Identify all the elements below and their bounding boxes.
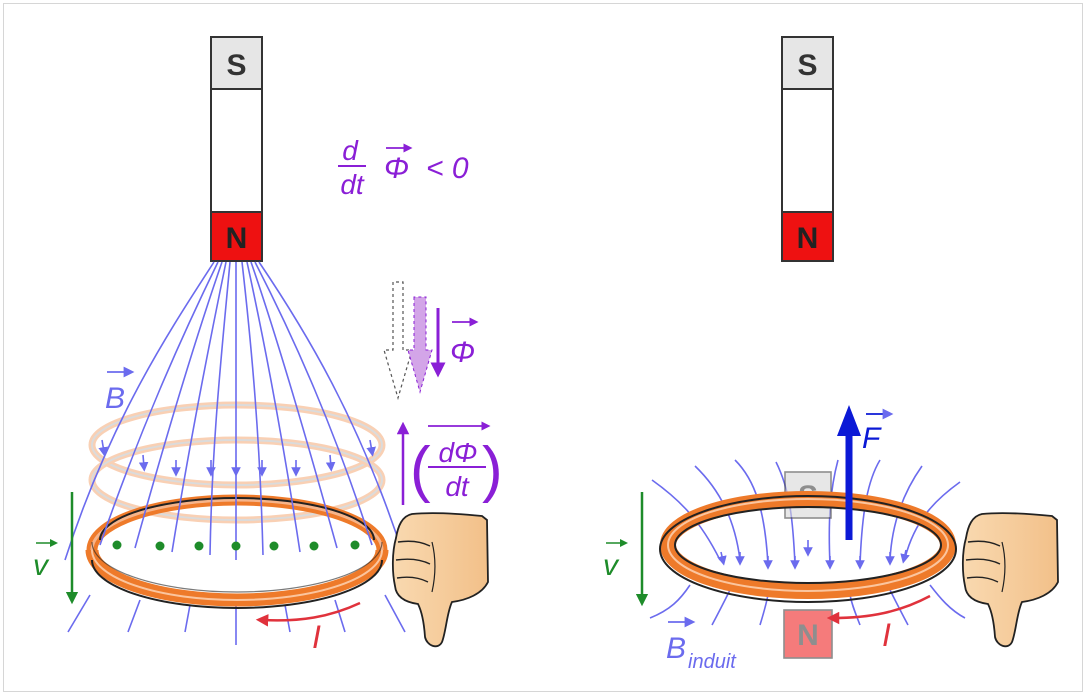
flux-label: Φ [450,336,475,369]
right-current-label: I [882,617,891,653]
induced-north-label: N [797,619,819,652]
right-panel: S N [603,36,1059,673]
left-magnet: S N [210,36,263,262]
force-arrow: F [837,405,894,540]
right-velocity: v [603,492,649,607]
left-coil-front [85,541,389,609]
left-field-label: B [105,366,135,415]
left-velocity: v [33,492,79,605]
left-thumbs-down-icon [391,512,489,648]
right-magnet-south-label: S [797,49,817,82]
left-velocity-label: v [33,549,50,582]
derivative-denominator: dt [445,471,470,502]
left-panel: S N [33,36,503,655]
right-current: I [826,594,931,653]
left-current: I [255,601,361,655]
field-label-b: B [105,382,125,415]
left-magnet-south-label: S [226,49,246,82]
flux-dots [112,540,360,551]
right-magnet: S N [781,36,834,262]
paren-close: ) [482,435,503,504]
left-magnet-north-label: N [226,222,248,255]
right-magnet-north-label: N [797,222,819,255]
flux-rate-formula: d dt Φ < 0 [338,135,469,200]
paren-open: ( [410,435,431,504]
flux-arrows: Φ [383,281,479,401]
right-velocity-label: v [603,549,620,582]
left-current-label: I [312,619,321,655]
induced-field-label: B induit [666,616,737,673]
flux-derivative: ( dΦ dt ) [396,421,503,505]
flux-rate-symbol: Φ [384,152,409,185]
induced-field-subscript: induit [688,651,737,673]
flux-rate-relation: < 0 [426,152,469,185]
flux-rate-numerator: d [342,135,359,166]
ghost-coils [88,401,386,524]
right-coil [659,491,957,603]
flux-rate-denominator: dt [340,169,365,200]
derivative-numerator: dΦ [438,437,477,468]
force-label: F [862,422,882,455]
left-field-lines [64,261,406,645]
induced-north-pole: N [783,609,833,659]
right-thumbs-down-icon [961,512,1059,648]
induced-field-symbol: B [666,632,686,665]
